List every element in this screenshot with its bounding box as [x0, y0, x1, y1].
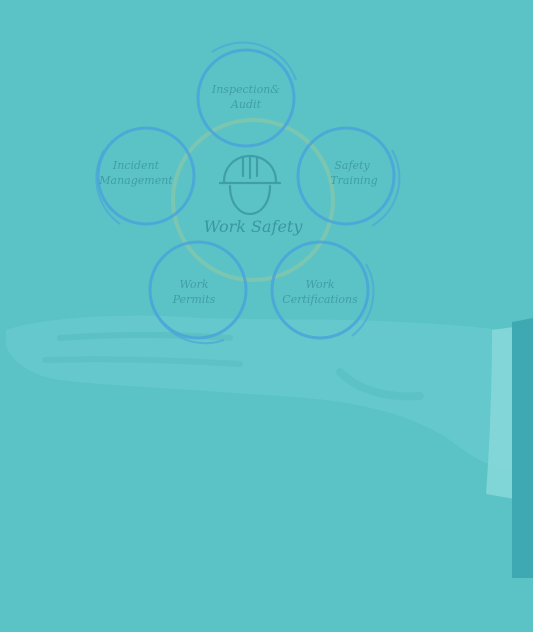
center-ring [171, 118, 335, 282]
node-inspection-line1: Inspection& [211, 83, 280, 96]
node-work-certifications-line1: Work [305, 278, 334, 291]
node-incident-line2: Management [98, 174, 173, 187]
node-safety-training: Safety Training [296, 126, 401, 227]
node-incident-management: Incident Management [95, 126, 196, 226]
node-work-certifications: Work Certifications [270, 240, 375, 340]
node-inspection-audit: Inspection& Audit [196, 41, 297, 148]
sleeve-cuff-image [486, 318, 533, 578]
node-incident-line1: Incident [112, 159, 160, 172]
node-safety-training-line1: Safety [334, 159, 370, 172]
node-work-permits: Work Permits [148, 240, 248, 345]
hard-hat-icon [218, 154, 282, 216]
open-hand-image [6, 315, 520, 470]
node-safety-training-line2: Training [330, 174, 377, 187]
center-label: Work Safety [204, 217, 304, 236]
node-work-permits-line1: Work [179, 278, 208, 291]
node-work-certifications-line2: Certifications [282, 293, 358, 306]
node-work-permits-line2: Permits [172, 293, 216, 306]
node-inspection-line2: Audit [230, 98, 262, 111]
